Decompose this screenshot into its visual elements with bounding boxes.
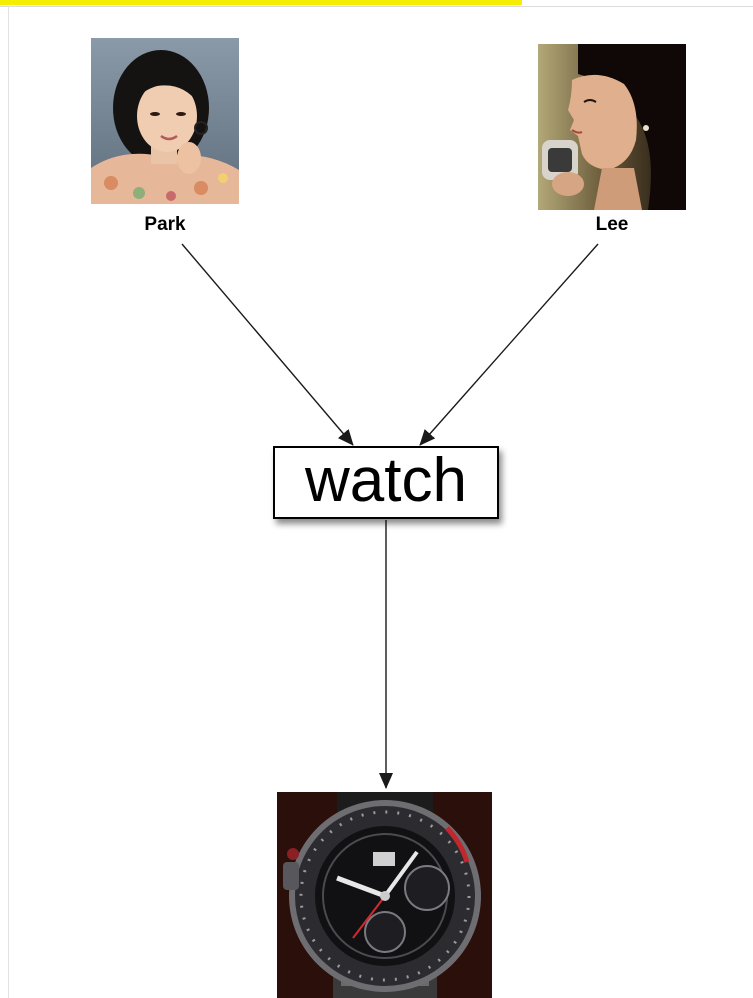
person-label-park: Park <box>144 214 186 235</box>
wristwatch-photo <box>277 792 492 998</box>
woman-profile-photo <box>538 44 686 210</box>
left-border <box>8 6 9 998</box>
word-node-box: watch <box>273 446 499 519</box>
top-bar <box>0 0 753 7</box>
highlight-bar <box>0 0 522 5</box>
word-node-label: watch <box>305 445 467 515</box>
person-label-lee: Lee <box>595 214 629 235</box>
woman-portrait-photo <box>91 38 239 204</box>
arrow-park-to-watch <box>181 243 354 446</box>
arrow-lee-to-watch <box>419 243 599 446</box>
